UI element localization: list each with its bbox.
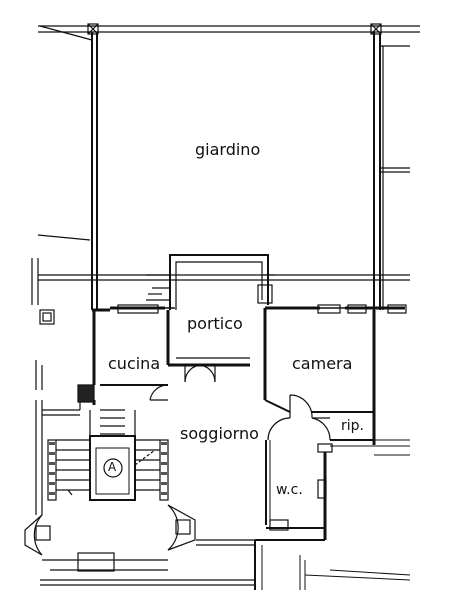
room-label-camera: camera [292, 354, 353, 373]
room-label-portico: portico [187, 314, 243, 333]
room-label-giardino: giardino [195, 140, 261, 159]
room-label-rip: rip. [341, 418, 364, 434]
room-label-wc: w.c. [276, 482, 303, 498]
elevator-symbol: A [108, 460, 117, 474]
room-label-cucina: cucina [108, 354, 161, 373]
room-label-soggiorno: soggiorno [180, 424, 259, 443]
